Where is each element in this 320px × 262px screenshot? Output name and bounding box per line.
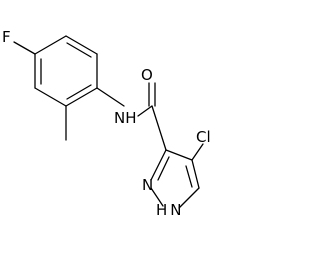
- bond-c3-c4: [165, 149, 193, 161]
- bond-nh-carbonyl: [137, 105, 153, 117]
- atom-label-pyrazole-n: N: [142, 176, 153, 194]
- aryl-ring: [34, 35, 98, 107]
- bond-c4-c5-inner: [185, 165, 193, 188]
- bond-c4-c5: [65, 87, 98, 107]
- atom-label-amide-nh: NH: [114, 109, 137, 127]
- bond-c6-c1: [65, 35, 98, 55]
- bond-carbonyl-c3: [151, 105, 167, 151]
- bond-c4-c5: [191, 159, 200, 189]
- pyrazole-ring: [150, 149, 200, 209]
- bond-n1-n2: [150, 187, 164, 207]
- bond-c4-chloro: [191, 143, 204, 161]
- atom-label-chloro: Cl: [196, 128, 211, 146]
- bond-n2-c3: [150, 149, 167, 181]
- bond-c5-n1: [178, 187, 200, 209]
- atom-label-pyrazole-nh: H N: [156, 201, 182, 219]
- bond-c4-c5-inner: [66, 84, 92, 100]
- bond-c3-c4: [34, 87, 67, 107]
- atom-label-carbonyl-oxygen: O: [141, 66, 153, 84]
- chemical-structure-diagram: F NH O Cl N H N: [2, 28, 211, 219]
- bond-c6-c1-inner: [66, 42, 92, 58]
- bond-c1-c2: [34, 35, 67, 55]
- bond-c2-fluoro: [13, 41, 36, 55]
- bond-c5-nh: [96, 87, 125, 107]
- bond-n2-c3-inner: [157, 156, 170, 181]
- atom-label-fluoro: F: [2, 28, 11, 46]
